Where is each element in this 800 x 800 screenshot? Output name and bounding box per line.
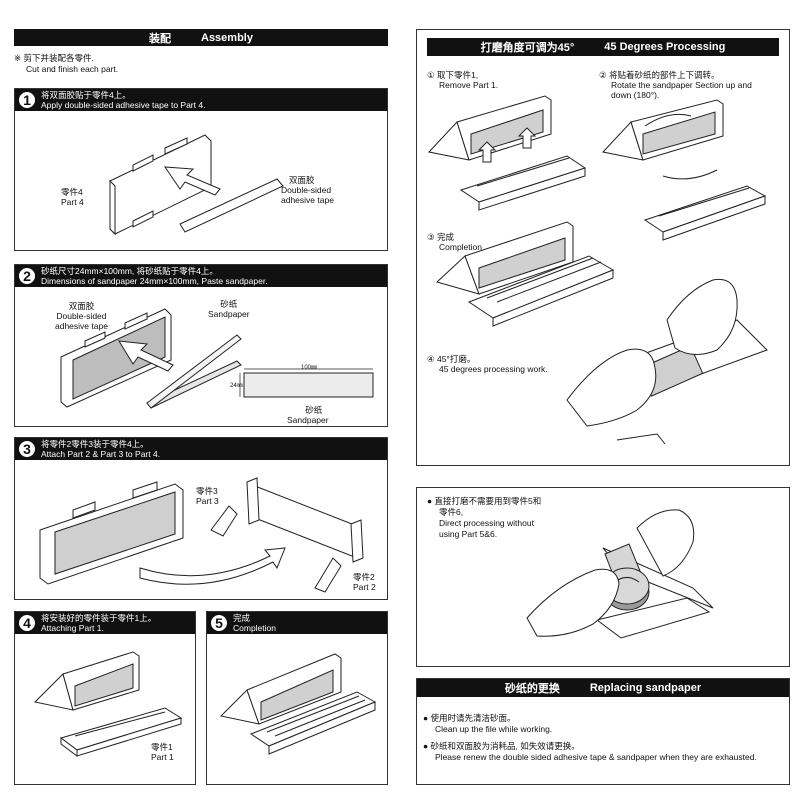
step2-dim-height: 24㎜: [230, 383, 243, 389]
replace-b1-en: Clean up the file while working.: [435, 724, 553, 734]
step1-panel: 1 将双面胶贴于零件4上。 Apply double-sided adhesiv…: [14, 88, 388, 251]
assembly-note: ※ 剪下并装配各零件. Cut and finish each part.: [14, 53, 118, 75]
step4-part1-label: 零件1 Part 1: [151, 742, 174, 762]
step3-header: 3 将零件2零件3装于零件4上。 Attach Part 2 & Part 3 …: [15, 438, 387, 460]
replace-b2-cn: ● 砂纸和双面胶为消耗品, 如失效请更换。: [423, 741, 580, 751]
step2-sand2-label: 砂纸 Sandpaper: [287, 405, 329, 425]
assembly-note-cn: ※ 剪下并装配各零件.: [14, 53, 94, 63]
step5-en: Completion: [233, 623, 276, 633]
step3-number: 3: [17, 439, 37, 459]
step4-panel: 4 将安装好的零件装于零件1上。 Attaching Part 1. 零件1 P…: [14, 611, 196, 785]
step5-cn: 完成: [233, 613, 251, 623]
step1-part4-en: Part 4: [61, 197, 84, 207]
degrees-step1-label: ① 取下零件1, Remove Part 1.: [427, 70, 498, 90]
step3-cn: 将零件2零件3装于零件4上。: [41, 439, 149, 449]
direct-illustration: [526, 509, 714, 639]
step3-part2-cn: 零件2: [353, 572, 375, 582]
replace-bullet2: ● 砂纸和双面胶为消耗品, 如失效请更换。 Please renew the d…: [423, 741, 757, 763]
step2-panel: 2 砂纸尺寸24mm×100mm, 将砂纸贴于零件4上。 Dimensions …: [14, 264, 388, 427]
step4-number: 4: [17, 613, 37, 633]
step2-number: 2: [17, 266, 37, 286]
step5-panel: 5 完成 Completion: [206, 611, 388, 785]
step2-sand2-cn: 砂纸: [305, 405, 323, 415]
degrees-step2-cn: ② 将贴着砂纸的部件上下调转。: [599, 70, 720, 80]
degrees-illustration: [428, 95, 768, 445]
assembly-header: 装配 Assembly: [14, 29, 388, 46]
degrees-header-cn: 打磨角度可调为45°: [480, 42, 575, 54]
degrees-header-en: 45 Degrees Processing: [604, 41, 726, 53]
direct-en2: using Part 5&6.: [439, 529, 498, 539]
direct-cn2: 零件6,: [439, 507, 464, 517]
degrees-step2-en1: Rotate the sandpaper Section up and: [611, 80, 752, 90]
step3-part2-en: Part 2: [353, 582, 376, 592]
step4-header: 4 将安装好的零件装于零件1上。 Attaching Part 1.: [15, 612, 195, 634]
replace-header-cn: 砂纸的更换: [504, 683, 560, 695]
step1-tape-en1: Double-sided: [281, 185, 332, 195]
step4-part1-en: Part 1: [151, 752, 174, 762]
step2-sand-cn: 砂纸: [220, 299, 238, 309]
step3-part3-label: 零件3 Part 3: [196, 486, 219, 506]
degrees-step4-cn: ④ 45°打磨。: [427, 354, 476, 364]
step2-sand2-en: Sandpaper: [287, 415, 329, 425]
degrees-step4-en: 45 degrees processing work.: [439, 364, 548, 374]
replace-header: 砂纸的更换 Replacing sandpaper: [417, 679, 789, 697]
degrees-header: 打磨角度可调为45° 45 Degrees Processing: [427, 38, 779, 56]
step2-sand-en: Sandpaper: [208, 309, 250, 319]
step4-en: Attaching Part 1.: [41, 623, 104, 633]
direct-cn1: ● 直接打磨不需要用到零件5和: [427, 496, 542, 506]
degrees-step2-en2: down (180°).: [611, 90, 660, 100]
step2-sand-label: 砂纸 Sandpaper: [208, 299, 250, 319]
assembly-header-cn: 装配: [149, 32, 171, 45]
step1-tape-en2: adhesive tape: [281, 195, 334, 205]
replace-header-en: Replacing sandpaper: [589, 682, 702, 694]
degrees-step3-label: ③ 完成 Completion: [427, 232, 482, 252]
direct-panel: ● 直接打磨不需要用到零件5和 零件6, Direct processing w…: [416, 487, 790, 667]
step4-part1-cn: 零件1: [151, 742, 173, 752]
replace-b2-en: Please renew the double sided adhesive t…: [435, 752, 757, 762]
step1-number: 1: [17, 90, 37, 110]
step2-tape-label: 双面胶 Double-sided adhesive tape: [55, 301, 108, 331]
step2-cn: 砂纸尺寸24mm×100mm, 将砂纸贴于零件4上。: [41, 266, 218, 276]
step3-panel: 3 将零件2零件3装于零件4上。 Attach Part 2 & Part 3 …: [14, 437, 388, 600]
assembly-note-en: Cut and finish each part.: [26, 64, 119, 74]
step1-en: Apply double-sided adhesive tape to Part…: [41, 100, 206, 110]
degrees-step3-en: Completion: [439, 242, 482, 252]
degrees-panel: 打磨角度可调为45° 45 Degrees Processing ① 取下零件1…: [416, 29, 790, 466]
step3-en: Attach Part 2 & Part 3 to Part 4.: [41, 449, 161, 459]
degrees-step1-en: Remove Part 1.: [439, 80, 499, 90]
assembly-header-en: Assembly: [201, 31, 253, 44]
step1-part4-cn: 零件4: [61, 187, 83, 197]
step2-tape-cn: 双面胶: [68, 301, 95, 311]
step5-number: 5: [209, 613, 229, 633]
step4-illustration: [33, 651, 183, 757]
step4-cn: 将安装好的零件装于零件1上。: [41, 613, 157, 623]
step2-tape-en2: adhesive tape: [55, 321, 108, 331]
step3-part3-cn: 零件3: [196, 486, 218, 496]
step3-part3-en: Part 3: [196, 496, 219, 506]
step2-header: 2 砂纸尺寸24mm×100mm, 将砂纸贴于零件4上。 Dimensions …: [15, 265, 387, 287]
step2-en: Dimensions of sandpaper 24mm×100mm, Past…: [41, 276, 268, 286]
degrees-step4-label: ④ 45°打磨。 45 degrees processing work.: [427, 354, 548, 374]
degrees-step2-label: ② 将贴着砂纸的部件上下调转。 Rotate the sandpaper Sec…: [599, 70, 752, 100]
step3-illustration: [39, 477, 364, 593]
step5-header: 5 完成 Completion: [207, 612, 387, 634]
step1-illustration: [109, 134, 284, 236]
step1-tape-label: 双面胶 Double-sided adhesive tape: [281, 175, 334, 205]
step1-part4-label: 零件4 Part 4: [61, 187, 84, 207]
step2-illustration: [60, 308, 374, 409]
degrees-step1-cn: ① 取下零件1,: [427, 70, 479, 80]
step5-illustration: [219, 653, 377, 755]
replace-b1-cn: ● 使用时请先清洁砂面。: [423, 713, 516, 723]
step2-tape-en1: Double-sided: [56, 311, 107, 321]
step1-cn: 将双面胶贴于零件4上。: [41, 90, 131, 100]
replace-panel: 砂纸的更换 Replacing sandpaper ● 使用时请先清洁砂面。 C…: [416, 678, 790, 785]
step1-tape-cn: 双面胶: [289, 175, 315, 185]
degrees-step3-cn: ③ 完成: [427, 232, 454, 242]
step2-dim-width: 100㎜: [301, 365, 318, 371]
replace-bullet1: ● 使用时请先清洁砂面。 Clean up the file while wor…: [423, 713, 552, 735]
direct-note: ● 直接打磨不需要用到零件5和 零件6, Direct processing w…: [427, 496, 541, 540]
direct-en1: Direct processing without: [439, 518, 534, 528]
step1-header: 1 将双面胶贴于零件4上。 Apply double-sided adhesiv…: [15, 89, 387, 111]
step3-part2-label: 零件2 Part 2: [353, 572, 376, 592]
